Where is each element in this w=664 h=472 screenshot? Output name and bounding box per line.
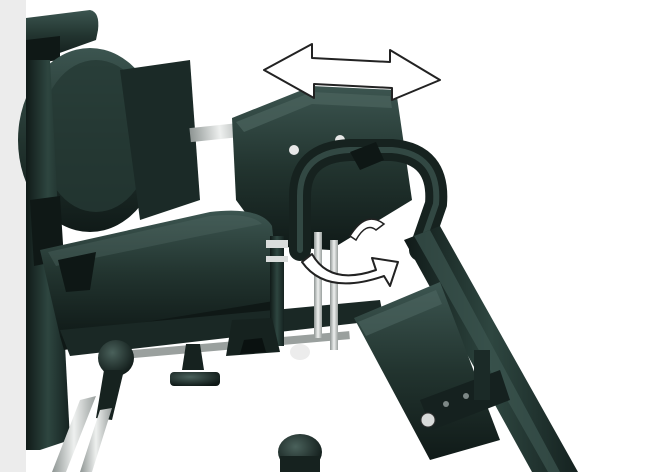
- left-edge-strip: [0, 0, 26, 472]
- bottom-knob: [278, 434, 322, 472]
